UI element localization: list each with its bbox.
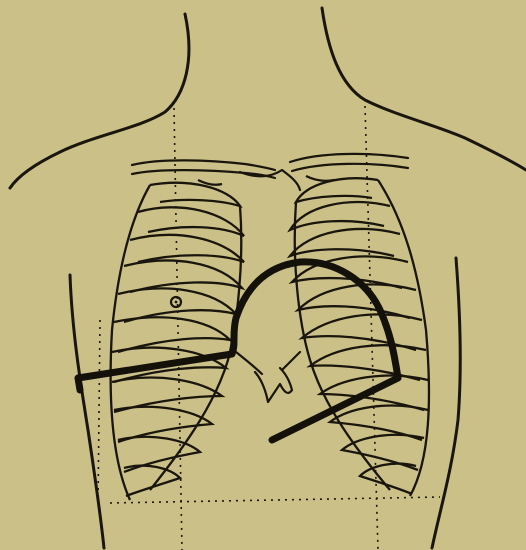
sternum — [236, 170, 300, 402]
left-rib-11 — [124, 466, 180, 496]
right-neck-shoulder-outline — [322, 8, 526, 170]
right-rib-6 — [302, 314, 422, 350]
right-ribcage-outer-edge — [378, 180, 429, 496]
right-rib-5 — [298, 284, 416, 318]
sternum-lower-outline — [236, 352, 300, 374]
right-rib-1-inner — [306, 176, 334, 181]
right-clavicle-lower-edge — [292, 164, 408, 171]
left-rib-3 — [130, 235, 244, 262]
right-ribs — [290, 176, 429, 496]
right-rib-1 — [296, 178, 378, 202]
right-rib-11 — [360, 464, 416, 494]
left-rib-1-inner — [198, 180, 222, 185]
body-outline — [10, 8, 526, 548]
right-vertical-guide — [365, 106, 378, 550]
left-rib-1 — [150, 183, 240, 206]
right-rib-7 — [310, 345, 426, 380]
right-rib-2 — [290, 202, 390, 230]
left-clavicle — [132, 160, 275, 170]
right-clavicle — [290, 154, 408, 162]
right-rib-3 — [290, 229, 400, 256]
left-rib-4 — [124, 261, 242, 292]
lower-horizontal-guide — [110, 497, 440, 503]
right-torso-side-outline — [432, 258, 460, 548]
left-ribs — [111, 180, 244, 500]
left-outer-guide — [98, 320, 100, 505]
left-ribcage-outer-edge — [111, 185, 150, 500]
left-rib-6 — [114, 317, 230, 352]
left-rib-2 — [138, 207, 244, 236]
left-vertical-guide — [174, 108, 182, 550]
marker-dot — [175, 301, 178, 304]
